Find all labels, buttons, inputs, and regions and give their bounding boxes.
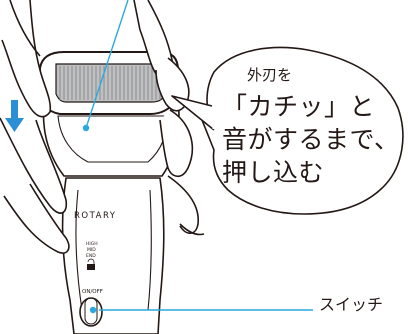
fingers-right [133, 0, 205, 236]
power-label: ON/OFF [82, 289, 103, 295]
fingers-left [0, 0, 70, 254]
callout-tail [171, 95, 215, 131]
callout-line-3: 押し込む [222, 158, 325, 187]
lock-icon [87, 258, 95, 270]
switch-label: スイッチ [319, 295, 384, 314]
callout-line-2: 音がするまで、 [222, 125, 400, 154]
mode-mid-label: MID [87, 247, 96, 253]
callout-small-text: 外刃を [247, 66, 293, 84]
callout-line-1: 「カチッ」と [222, 92, 376, 121]
mode-end-label: END [86, 253, 96, 259]
down-arrow-icon [5, 100, 24, 132]
callout-bubble [201, 46, 404, 215]
foil-leader [82, 0, 129, 132]
brand-label: ROTARY [74, 211, 117, 221]
switch-leader-dot [89, 306, 97, 314]
mode-high-label: HIGH [86, 241, 98, 247]
